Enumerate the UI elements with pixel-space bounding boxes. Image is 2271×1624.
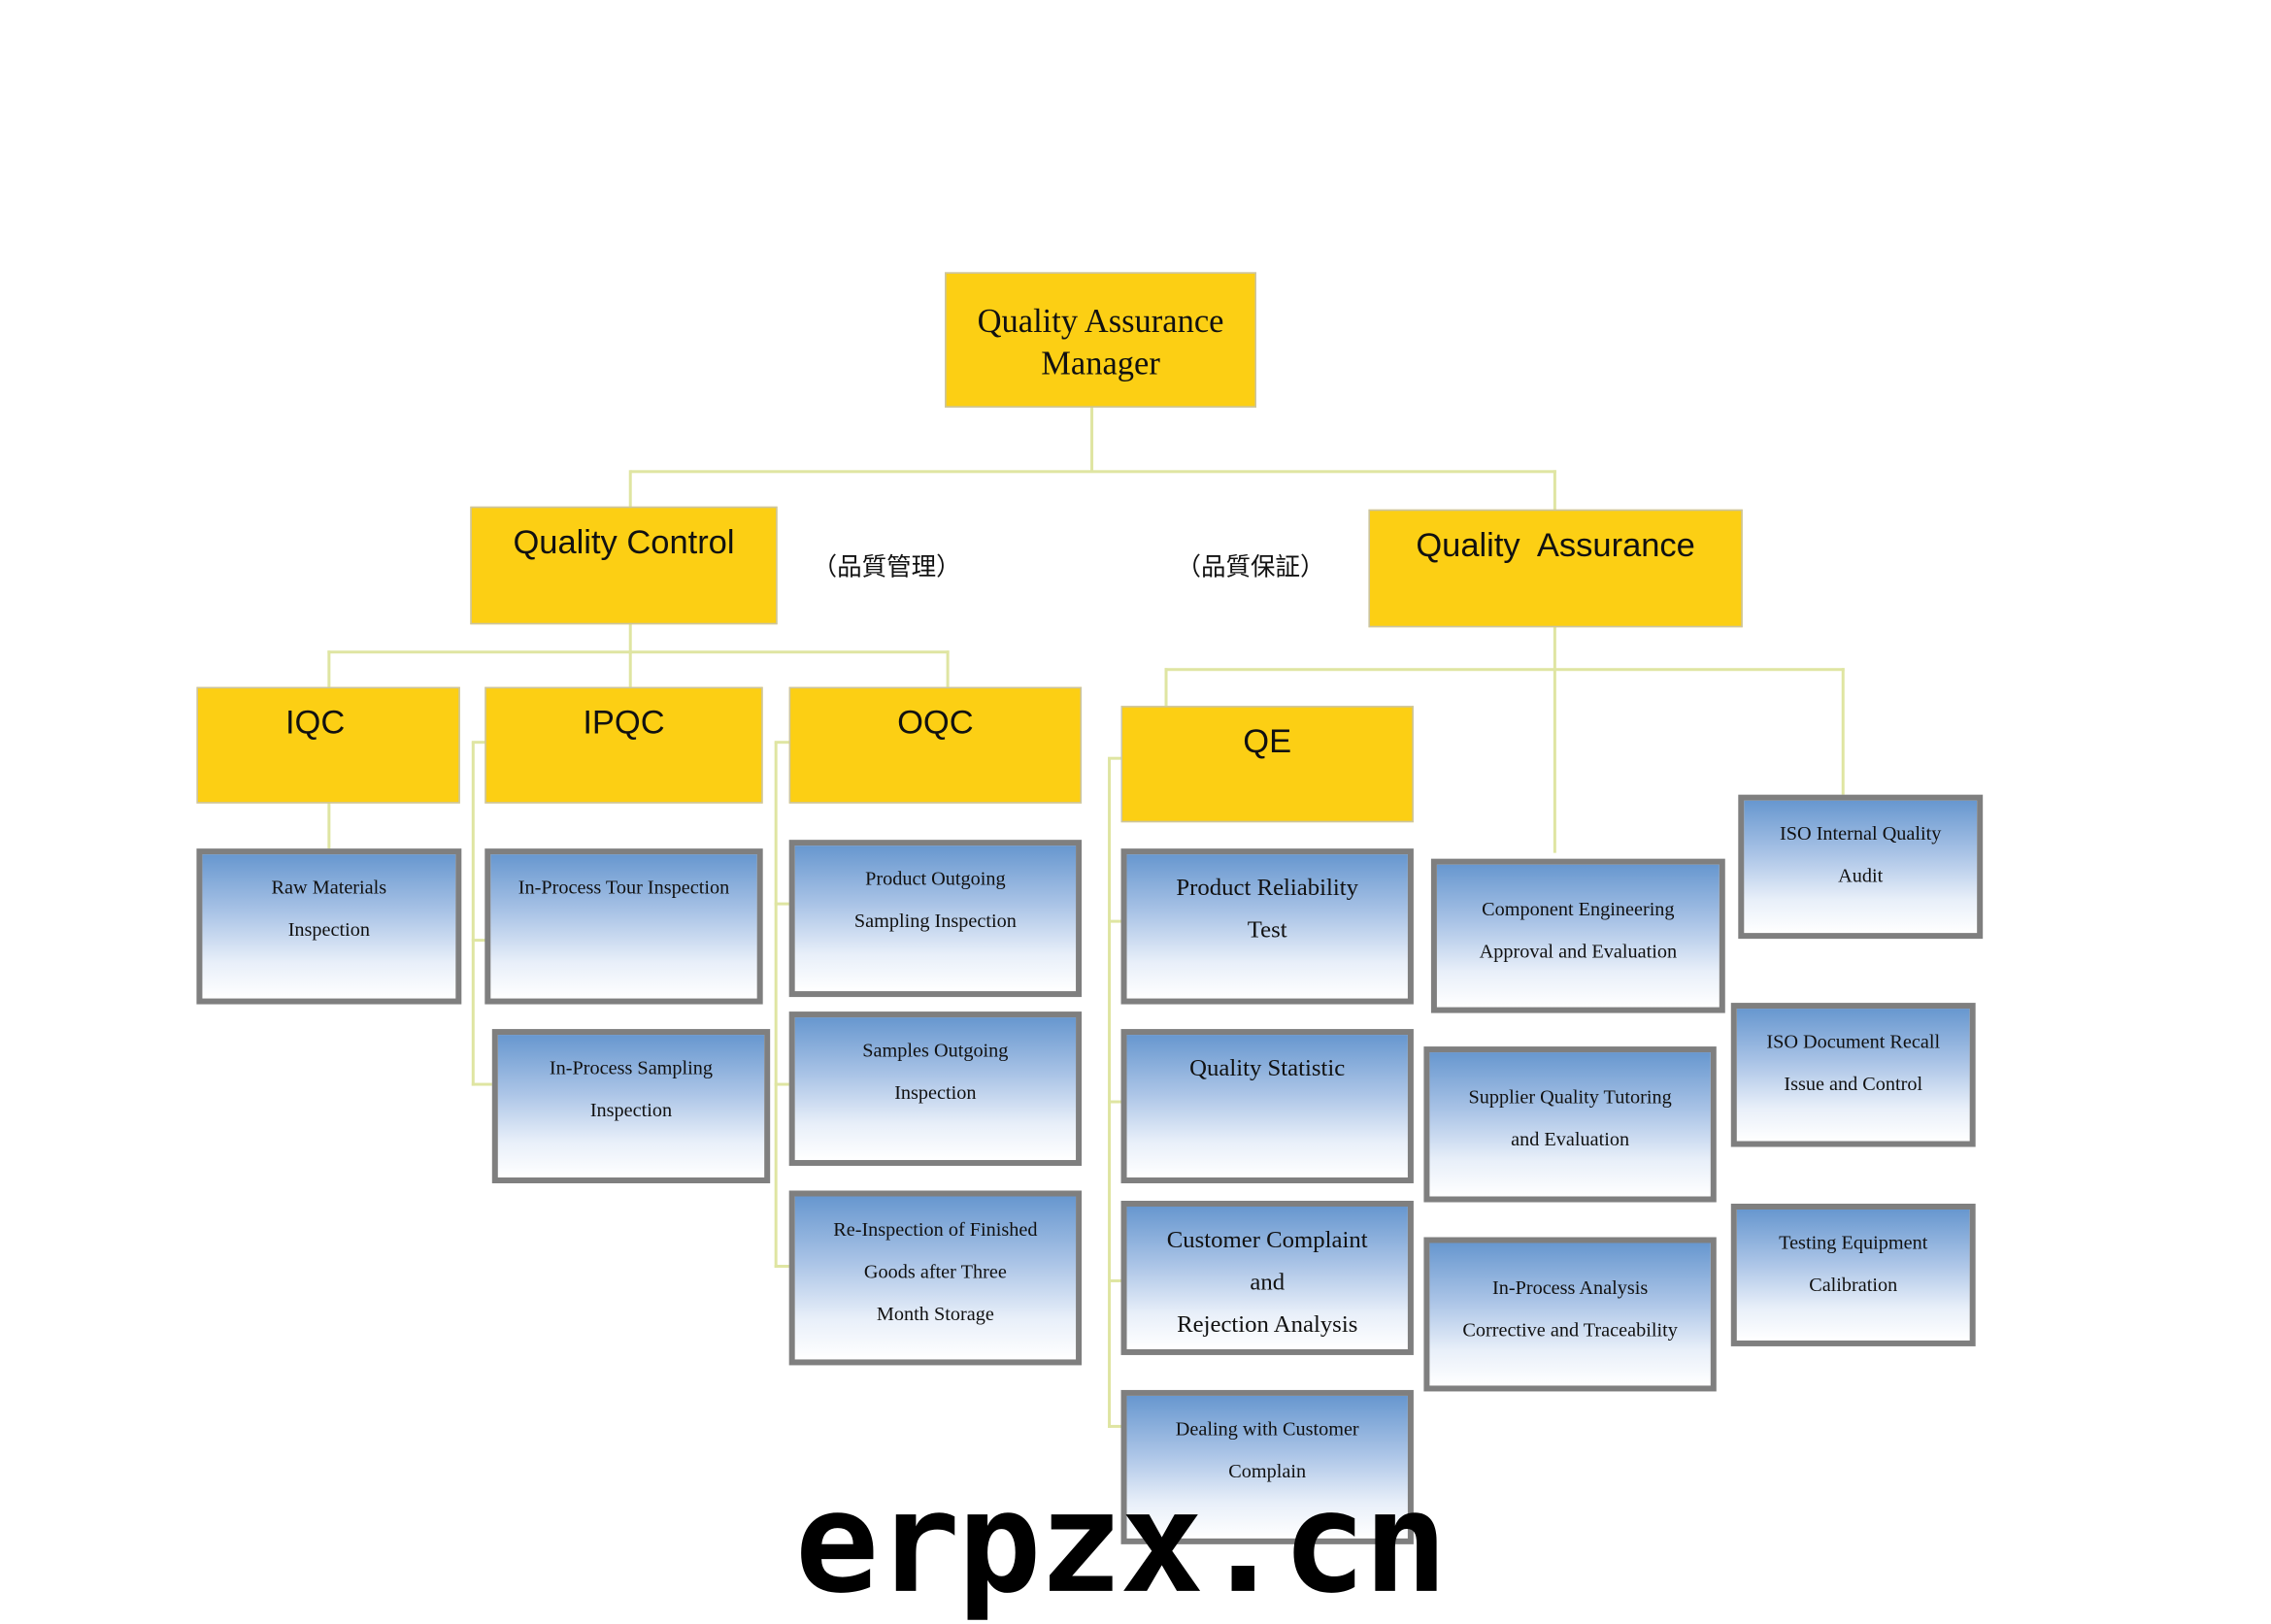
ipqc-node: IPQC — [484, 686, 763, 804]
connector — [327, 650, 950, 654]
connector — [1553, 625, 1556, 853]
task-samples-outgoing-inspection: Samples Outgoing Inspection — [788, 1011, 1083, 1167]
task-in-process-analysis: In-Process Analysis Corrective and Trace… — [1423, 1237, 1717, 1392]
connector — [327, 802, 331, 849]
quality-assurance-note: （品質保証） — [1176, 552, 1325, 582]
task-supplier-quality-tutoring: Supplier Quality Tutoring and Evaluation — [1423, 1046, 1717, 1203]
quality-assurance-node: Quality Assurance — [1368, 509, 1743, 628]
connector — [628, 622, 632, 654]
task-customer-complaint-analysis: Customer Complaint and Rejection Analysi… — [1120, 1201, 1414, 1355]
connector — [1164, 668, 1168, 707]
quality-control-note: （品質管理） — [812, 552, 961, 582]
connector — [774, 741, 789, 745]
connector — [471, 1082, 492, 1086]
task-iso-document-control: ISO Document Recall Issue and Control — [1730, 1003, 1976, 1147]
connector — [1108, 1100, 1121, 1104]
task-iso-internal-audit: ISO Internal Quality Audit — [1738, 794, 1984, 940]
task-in-process-sampling-inspection: In-Process Sampling Inspection — [491, 1029, 771, 1184]
connector — [1108, 758, 1112, 1428]
connector — [1108, 1424, 1121, 1428]
connector — [471, 939, 486, 943]
task-re-inspection-finished-goods: Re-Inspection of Finished Goods after Th… — [788, 1190, 1083, 1366]
iqc-node: IQC — [196, 686, 460, 804]
task-product-outgoing-sampling: Product Outgoing Sampling Inspection — [788, 840, 1083, 998]
connector — [774, 742, 778, 1268]
connector — [774, 1264, 789, 1268]
connector — [946, 650, 950, 687]
connector — [628, 470, 632, 509]
connector — [628, 650, 632, 687]
connector — [471, 742, 475, 1086]
connector — [471, 741, 486, 745]
task-raw-materials-inspection: Raw Materials Inspection — [196, 848, 462, 1005]
task-product-reliability-test: Product Reliability Test — [1120, 848, 1414, 1005]
connector — [630, 470, 1556, 474]
qa-manager-node: Quality Assurance Manager — [945, 272, 1256, 408]
connector — [1108, 756, 1121, 760]
oqc-node: OQC — [788, 686, 1083, 804]
task-component-engineering: Component Engineering Approval and Evalu… — [1430, 858, 1725, 1013]
connector — [1108, 919, 1121, 923]
quality-control-node: Quality Control — [470, 506, 778, 625]
qe-node: QE — [1120, 706, 1414, 823]
connector — [774, 1082, 789, 1086]
connector — [1108, 1278, 1121, 1282]
connector — [1841, 668, 1845, 795]
connector — [327, 650, 331, 687]
task-testing-equipment-calibration: Testing Equipment Calibration — [1730, 1204, 1976, 1346]
watermark-logo: erpzx.cn — [794, 1461, 1448, 1624]
task-quality-statistic: Quality Statistic — [1120, 1029, 1414, 1184]
connector — [774, 902, 789, 906]
task-dealing-customer-complain: Dealing with Customer Complain — [1120, 1389, 1414, 1544]
connector — [1090, 406, 1094, 472]
connector — [1553, 470, 1556, 512]
task-in-process-tour-inspection: In-Process Tour Inspection — [484, 848, 763, 1005]
connector — [1164, 668, 1845, 672]
